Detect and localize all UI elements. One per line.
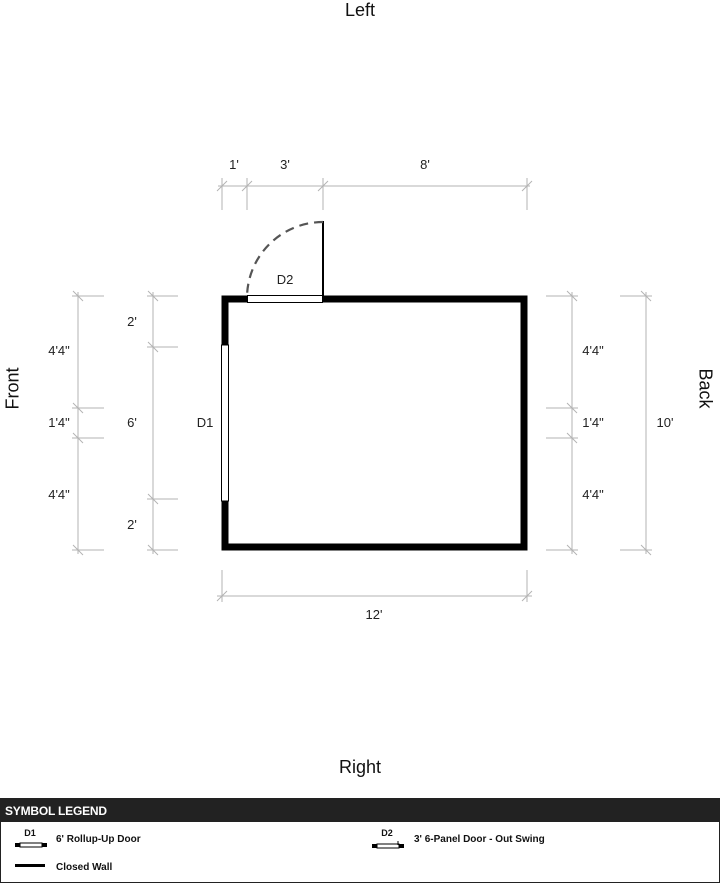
dim-top-1: 1' bbox=[229, 157, 239, 172]
dim-front-inner-3: 2' bbox=[127, 517, 137, 532]
swing-door-symbol-icon bbox=[372, 841, 404, 849]
symbol-legend: SYMBOL LEGEND D1 6' Rollup-Up Door D2 3'… bbox=[0, 798, 720, 884]
legend-title: SYMBOL LEGEND bbox=[0, 798, 720, 822]
dim-top-2: 3' bbox=[280, 157, 290, 172]
top-dimension-chain: 1' 3' 8' bbox=[216, 157, 533, 210]
bottom-dimension: 12' bbox=[216, 570, 533, 622]
door-d1: D1 bbox=[197, 344, 229, 502]
legend-body: D1 6' Rollup-Up Door D2 3' 6-Panel Door … bbox=[0, 822, 720, 883]
back-outer-dimension-chain: 4'4" 1'4" 4'4" bbox=[546, 290, 604, 556]
dim-back-outer-2: 1'4" bbox=[582, 415, 604, 430]
dim-front-inner-1: 2' bbox=[127, 314, 137, 329]
dim-back-outer-1: 4'4" bbox=[582, 343, 604, 358]
legend-closed-wall-label: Closed Wall bbox=[56, 862, 113, 873]
front-inner-dimension-chain: 2' 6' 2' bbox=[127, 290, 178, 556]
dim-front-outer-3: 4'4" bbox=[48, 487, 70, 502]
door-d2-label: D2 bbox=[277, 272, 294, 287]
dim-back-total: 10' bbox=[657, 415, 674, 430]
floor-plan: 1' 3' 8' 12' 4'4" 1'4" 4'4" bbox=[48, 157, 674, 622]
dim-back-outer-3: 4'4" bbox=[582, 487, 604, 502]
front-outer-dimension-chain: 4'4" 1'4" 4'4" bbox=[48, 290, 104, 556]
door-d1-label: D1 bbox=[197, 415, 214, 430]
building-wall bbox=[221, 295, 528, 551]
dim-front-inner-2: 6' bbox=[127, 415, 137, 430]
rollup-door-symbol-icon bbox=[15, 842, 47, 848]
legend-d2-label: 3' 6-Panel Door - Out Swing bbox=[414, 834, 545, 845]
legend-d1-label: 6' Rollup-Up Door bbox=[56, 834, 141, 845]
door-d2: D2 bbox=[245, 220, 324, 303]
back-total-dimension: 10' bbox=[620, 290, 674, 556]
side-label-right: Right bbox=[338, 757, 382, 777]
side-label-left: Left bbox=[344, 0, 376, 20]
dim-top-3: 8' bbox=[420, 157, 430, 172]
dim-front-outer-1: 4'4" bbox=[48, 343, 70, 358]
dim-front-outer-2: 1'4" bbox=[48, 415, 70, 430]
closed-wall-symbol-icon bbox=[15, 864, 45, 867]
legend-d1-code: D1 bbox=[24, 828, 36, 838]
legend-d2-code: D2 bbox=[381, 828, 393, 838]
dim-bottom-total: 12' bbox=[366, 607, 383, 622]
